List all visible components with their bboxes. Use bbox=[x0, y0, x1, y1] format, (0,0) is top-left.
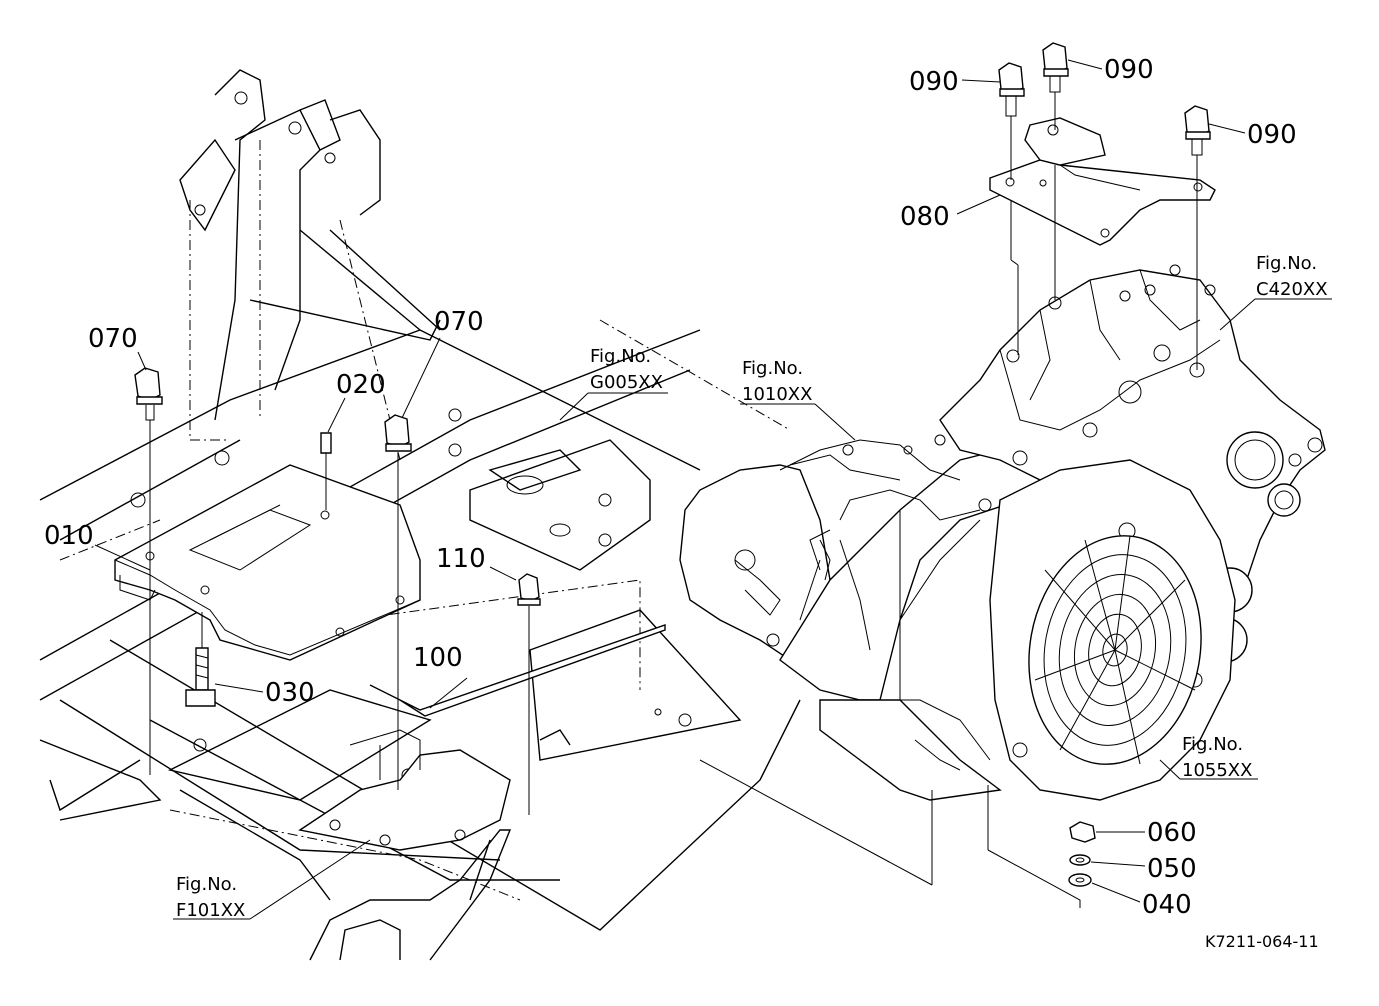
figref-1055-code: 1055XX bbox=[1182, 760, 1252, 781]
drawing-code: K7211-064-11 bbox=[1205, 932, 1319, 951]
callout-080: 080 bbox=[900, 202, 950, 232]
bolt-030 bbox=[185, 612, 216, 707]
callout-110: 110 bbox=[436, 544, 486, 574]
bolt-070-left bbox=[134, 367, 163, 775]
main-frame bbox=[39, 69, 801, 961]
figref-1010-label: Fig.No. bbox=[742, 358, 803, 379]
figref-c420-code: C420XX bbox=[1256, 279, 1328, 300]
callout-090-right: 090 bbox=[1247, 120, 1297, 150]
callout-010: 010 bbox=[44, 521, 94, 551]
callout-090-left: 090 bbox=[909, 67, 959, 97]
cover-100-part bbox=[369, 624, 666, 717]
figref-1010-code: 1010XX bbox=[742, 384, 812, 405]
figref-f101-code: F101XX bbox=[176, 900, 245, 921]
engine-assembly bbox=[679, 264, 1326, 885]
figref-g005-label: Fig.No. bbox=[590, 346, 651, 367]
callout-070-right: 070 bbox=[434, 307, 484, 337]
callout-070-left: 070 bbox=[88, 324, 138, 354]
leg-guide-line bbox=[699, 759, 933, 886]
callout-030: 030 bbox=[265, 678, 315, 708]
leader-lines bbox=[94, 59, 1332, 920]
bolt-110 bbox=[517, 573, 541, 815]
callout-050: 050 bbox=[1147, 854, 1197, 884]
bolt-090-a bbox=[998, 62, 1025, 355]
callout-100: 100 bbox=[413, 643, 463, 673]
washer-guide-line bbox=[987, 849, 1081, 908]
nut-060 bbox=[1069, 821, 1096, 843]
figref-g005-code: G005XX bbox=[590, 372, 663, 393]
callout-090-middle: 090 bbox=[1104, 55, 1154, 85]
figref-f101-label: Fig.No. bbox=[176, 874, 237, 895]
bracket-080-part bbox=[989, 117, 1216, 246]
callout-020: 020 bbox=[336, 370, 386, 400]
figref-c420-label: Fig.No. bbox=[1256, 253, 1317, 274]
washer-040 bbox=[1068, 873, 1092, 887]
figref-1055-label: Fig.No. bbox=[1182, 734, 1243, 755]
callout-040: 040 bbox=[1142, 890, 1192, 920]
callout-060: 060 bbox=[1147, 818, 1197, 848]
bolt-090-b bbox=[1042, 42, 1069, 300]
lower-bracket bbox=[298, 729, 511, 851]
plate-010-part bbox=[114, 464, 421, 661]
bolt-070-right bbox=[384, 414, 412, 790]
pin-020 bbox=[320, 432, 332, 510]
lock-washer-050 bbox=[1069, 854, 1091, 866]
bolt-090-c bbox=[1184, 105, 1211, 370]
